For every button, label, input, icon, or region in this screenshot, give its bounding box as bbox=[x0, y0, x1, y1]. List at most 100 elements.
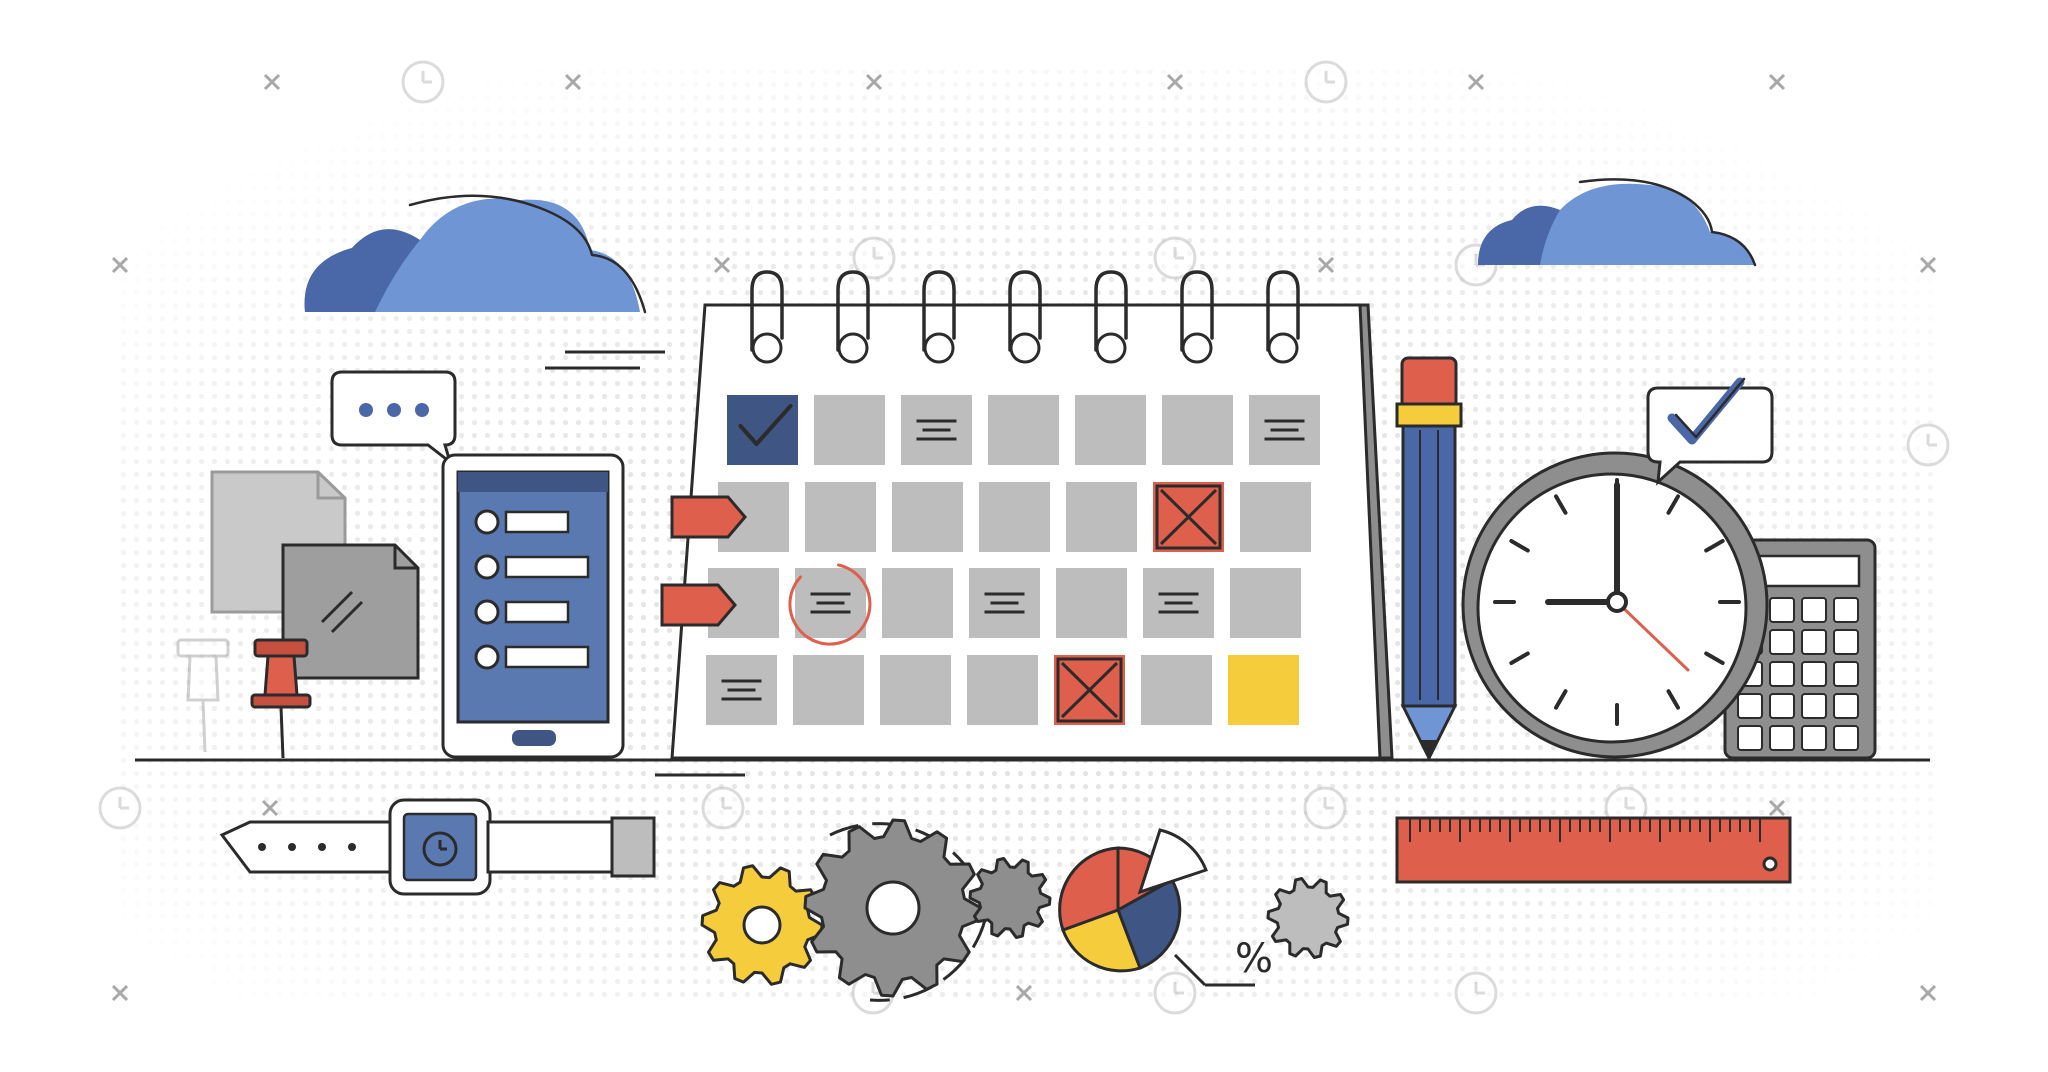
calendar-day-blank bbox=[1066, 482, 1137, 552]
list-item bbox=[474, 644, 590, 670]
clock-mark bbox=[1153, 236, 1197, 280]
calendar-day-cross bbox=[1054, 655, 1125, 725]
cross-mark bbox=[1467, 73, 1485, 91]
calendar-day-blank bbox=[892, 482, 963, 552]
speed-lines bbox=[545, 350, 665, 370]
calendar-day-blank bbox=[805, 482, 876, 552]
calculator-key bbox=[1737, 693, 1763, 719]
calendar-ring bbox=[922, 270, 956, 364]
calendar-day-yellow bbox=[1228, 655, 1299, 725]
cross-mark bbox=[1919, 984, 1937, 1002]
calendar-day-blank bbox=[880, 655, 951, 725]
calendar-day-cross bbox=[1153, 482, 1224, 552]
calendar-day-blank bbox=[793, 655, 864, 725]
wristwatch-icon bbox=[219, 798, 656, 896]
calculator-key bbox=[1833, 693, 1859, 719]
clock-mark bbox=[1304, 60, 1348, 104]
task-list bbox=[474, 509, 590, 670]
calendar-ring bbox=[1266, 270, 1300, 364]
ground-line bbox=[135, 758, 1930, 777]
clock-tick bbox=[1704, 651, 1725, 665]
clock-mark bbox=[1454, 971, 1498, 1015]
clock-tick bbox=[1704, 539, 1725, 553]
calendar-day-blank bbox=[988, 395, 1059, 465]
desk-calendar-icon bbox=[660, 270, 1394, 760]
cross-mark bbox=[111, 256, 129, 274]
pie-chart-icon bbox=[1058, 828, 1255, 987]
cross-mark bbox=[263, 73, 281, 91]
smartphone-icon bbox=[441, 453, 625, 759]
calendar-ring bbox=[836, 270, 870, 364]
calendar-day-note bbox=[901, 395, 972, 465]
calendar-day-check bbox=[727, 395, 798, 465]
calendar-day-note bbox=[706, 655, 777, 725]
calculator-key bbox=[1833, 661, 1859, 687]
clock-mark bbox=[401, 60, 445, 104]
cross-mark bbox=[111, 984, 129, 1002]
cross-mark bbox=[1768, 799, 1786, 817]
chat-bubble-icon bbox=[330, 370, 457, 467]
gears bbox=[700, 818, 1350, 1002]
cross-mark bbox=[1768, 73, 1786, 91]
calendar-ring bbox=[1094, 270, 1128, 364]
cross-mark bbox=[1919, 256, 1937, 274]
calendar-day-blank bbox=[814, 395, 885, 465]
clock-mark bbox=[701, 786, 745, 830]
calendar-day-note bbox=[1143, 568, 1214, 638]
calculator-key bbox=[1737, 725, 1763, 751]
calculator-key bbox=[1801, 597, 1827, 623]
list-item bbox=[474, 509, 570, 535]
calendar-grid bbox=[706, 395, 1320, 725]
clock-tick bbox=[1509, 539, 1530, 553]
calendar-day-note bbox=[969, 568, 1040, 638]
calendar-day-blank bbox=[882, 568, 953, 638]
cloud-icon bbox=[1478, 178, 1757, 267]
calculator-key bbox=[1801, 725, 1827, 751]
list-item bbox=[474, 599, 570, 625]
calculator-key bbox=[1833, 597, 1859, 623]
cloud-icon bbox=[304, 194, 647, 314]
calendar-day-blank bbox=[1240, 482, 1311, 552]
calendar-day-blank bbox=[1056, 568, 1127, 638]
calculator-key bbox=[1833, 629, 1859, 655]
ruler-icon bbox=[1395, 816, 1792, 884]
calculator-key bbox=[1769, 629, 1795, 655]
check-bubble-icon bbox=[1646, 377, 1774, 486]
clock-tick bbox=[1666, 494, 1680, 515]
calendar-ring bbox=[750, 270, 784, 364]
calculator-key bbox=[1833, 725, 1859, 751]
list-item bbox=[474, 554, 590, 580]
gear-icon bbox=[803, 818, 983, 998]
clock-tick bbox=[1554, 494, 1568, 515]
percent-icon: % bbox=[1235, 936, 1273, 982]
calculator-key bbox=[1801, 661, 1827, 687]
cross-mark bbox=[713, 256, 731, 274]
clock-tick bbox=[1666, 689, 1680, 710]
gear-icon bbox=[1266, 877, 1350, 959]
document-icon bbox=[281, 543, 420, 680]
clock-mark bbox=[1303, 786, 1347, 830]
calendar-ring bbox=[1180, 270, 1214, 364]
calendar-ring bbox=[1008, 270, 1042, 364]
clock-tick bbox=[1554, 689, 1568, 710]
wall-clock-icon bbox=[1461, 451, 1769, 759]
calendar-day-note-circled bbox=[788, 563, 872, 646]
thumbtack-icon bbox=[176, 638, 230, 753]
calendar-day-blank bbox=[1141, 655, 1212, 725]
calculator-key bbox=[1801, 693, 1827, 719]
calendar-day-blank bbox=[967, 655, 1038, 725]
cross-mark bbox=[1166, 73, 1184, 91]
calendar-day-blank bbox=[1075, 395, 1146, 465]
thumbtack-icon bbox=[250, 638, 312, 759]
cross-mark bbox=[1317, 256, 1335, 274]
calculator-key bbox=[1769, 693, 1795, 719]
clock-mark bbox=[1906, 423, 1950, 467]
cross-mark bbox=[865, 73, 883, 91]
gear-icon bbox=[700, 864, 824, 986]
calendar-day-blank bbox=[1230, 568, 1301, 638]
clock-tick bbox=[1509, 651, 1530, 665]
cross-mark bbox=[261, 799, 279, 817]
calendar-rings bbox=[750, 270, 1300, 364]
calculator-key bbox=[1769, 661, 1795, 687]
